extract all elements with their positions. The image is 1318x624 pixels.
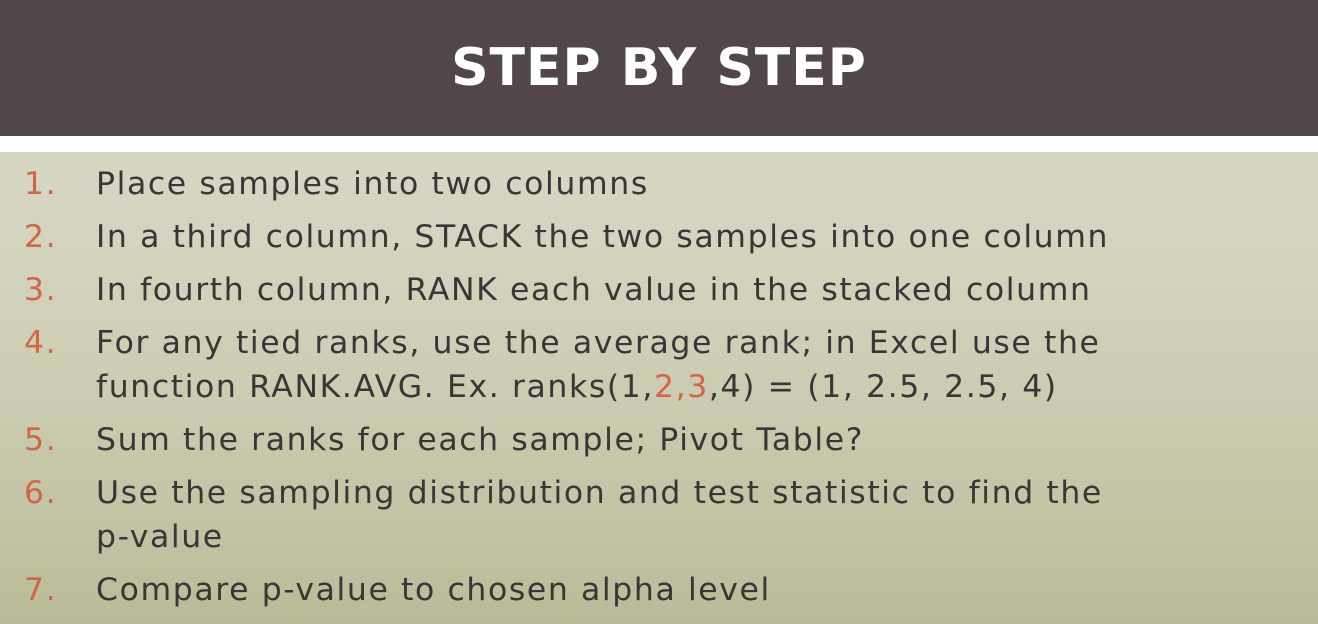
step-text-line-1: For any tied ranks, use the average rank… (96, 325, 1101, 361)
step-text: Sum the ranks for each sample; Pivot Tab… (96, 422, 865, 458)
title-bar: STEP BY STEP (0, 0, 1318, 136)
step-number: 3. (24, 272, 58, 308)
slide-title: STEP BY STEP (451, 38, 867, 98)
step-5: 5. Sum the ranks for each sample; Pivot … (0, 418, 1318, 462)
step-text-line-2b: ,4) = (1, 2.5, 2.5, 4) (708, 369, 1058, 405)
step-number: 7. (24, 572, 58, 608)
step-text: In a third column, STACK the two samples… (96, 219, 1110, 255)
step-number: 5. (24, 422, 58, 458)
step-text-line-2a: function RANK.AVG. Ex. ranks(1, (96, 369, 654, 405)
step-number: 2. (24, 219, 58, 255)
highlight-rank-3: 3 (687, 369, 709, 405)
step-text: Place samples into two columns (96, 166, 649, 202)
divider (0, 136, 1318, 152)
step-number: 1. (24, 166, 58, 202)
steps-list: 1. Place samples into two columns 2. In … (0, 162, 1318, 621)
step-1: 1. Place samples into two columns (0, 162, 1318, 206)
step-text: In fourth column, RANK each value in the… (96, 272, 1092, 308)
step-6: 6. Use the sampling distribution and tes… (0, 471, 1318, 559)
step-number: 6. (24, 475, 58, 511)
highlight-rank-2: 2 (653, 369, 676, 405)
step-text-line-2: p-value (96, 519, 224, 555)
step-4: 4. For any tied ranks, use the average r… (0, 321, 1318, 409)
step-text: Compare p-value to chosen alpha level (96, 572, 771, 608)
step-text-line-1: Use the sampling distribution and test s… (96, 475, 1103, 511)
step-number: 4. (24, 325, 58, 361)
highlight-separator: , (675, 369, 688, 405)
step-2: 2. In a third column, STACK the two samp… (0, 215, 1318, 259)
step-7: 7. Compare p-value to chosen alpha level (0, 568, 1318, 612)
step-3: 3. In fourth column, RANK each value in … (0, 268, 1318, 312)
